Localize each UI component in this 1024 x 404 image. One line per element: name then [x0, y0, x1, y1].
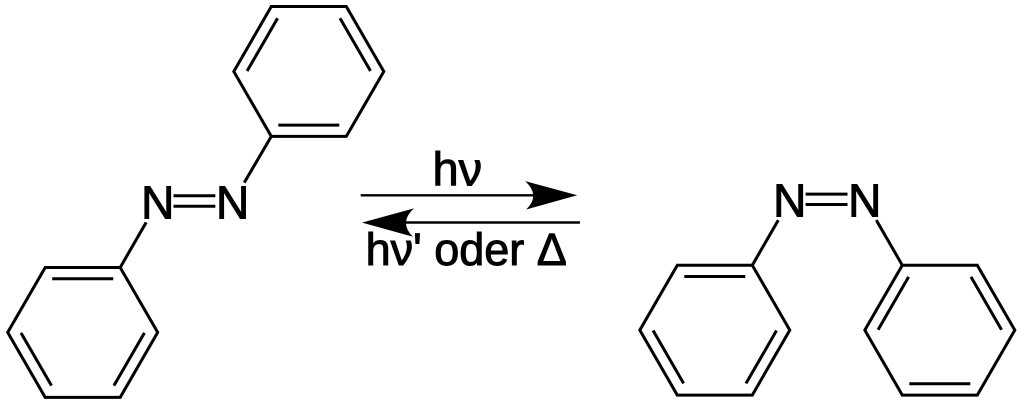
svg-text:hν' oder Δ: hν' oder Δ [366, 224, 567, 275]
svg-text:N: N [141, 177, 174, 229]
svg-text:N: N [773, 174, 806, 226]
svg-text:N: N [848, 174, 881, 226]
svg-text:N: N [216, 177, 249, 229]
svg-text:hν: hν [433, 143, 483, 196]
